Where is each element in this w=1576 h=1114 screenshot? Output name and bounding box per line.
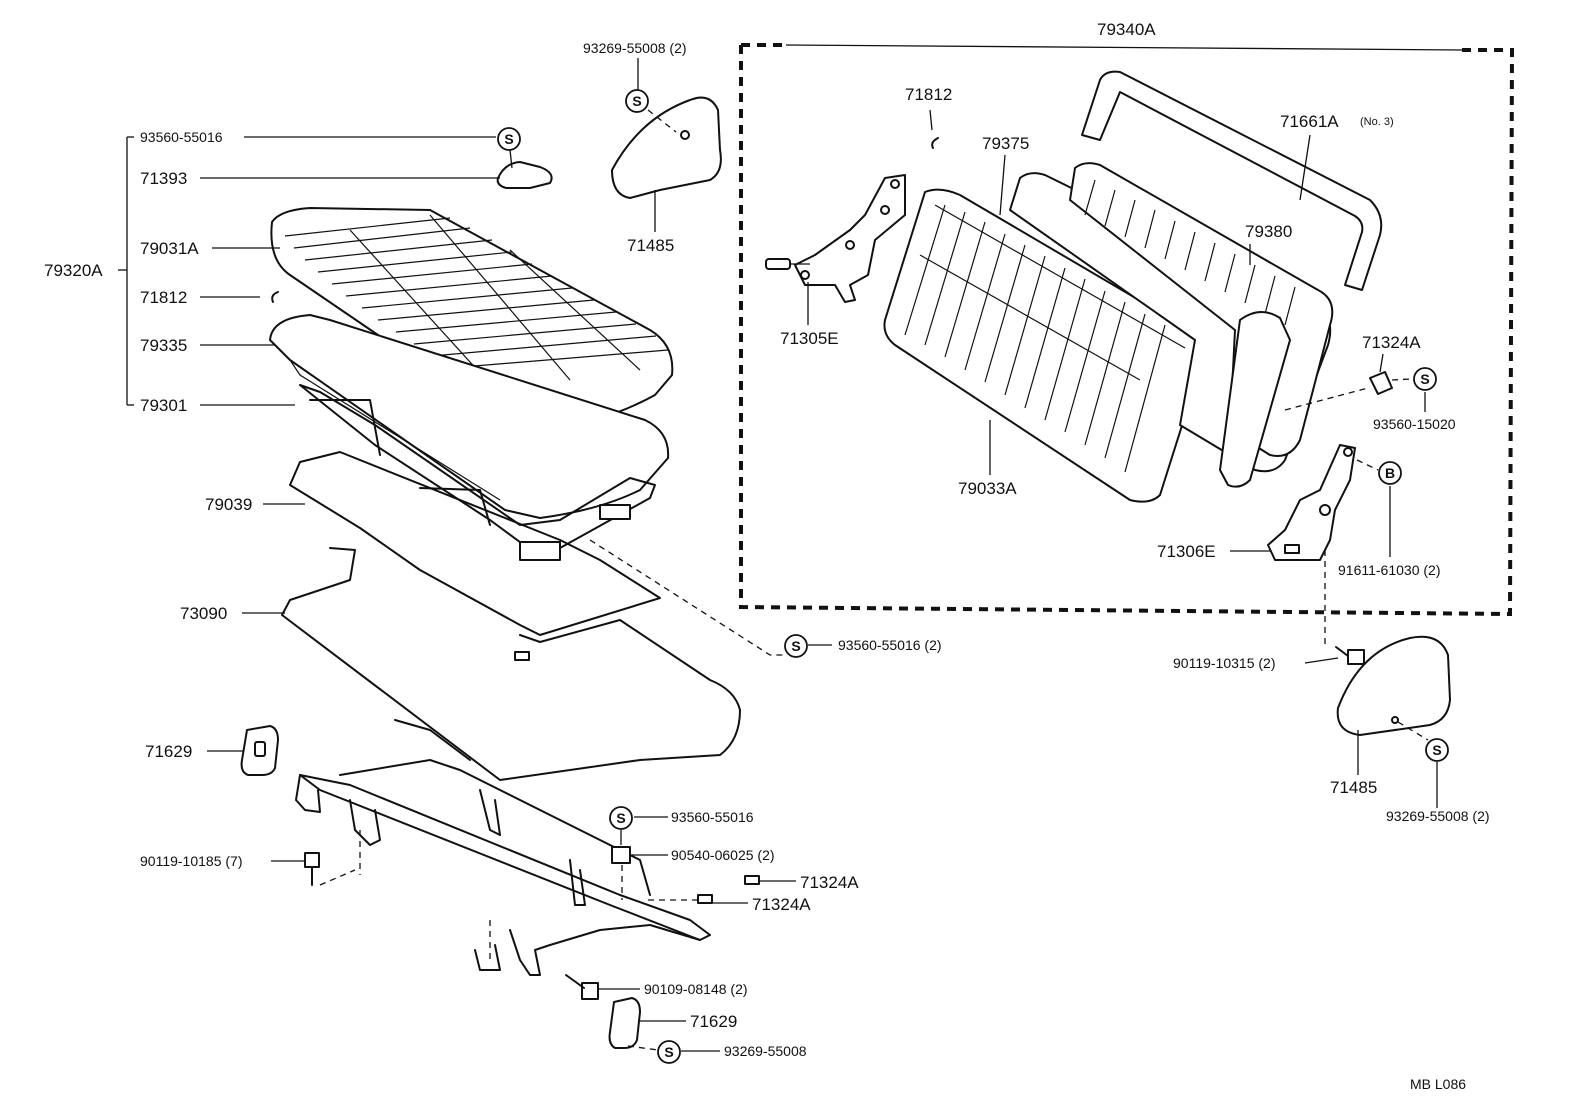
small-clip-left-drawing bbox=[271, 291, 279, 303]
label-71661A: 71661A bbox=[1280, 112, 1339, 131]
seat-back-handle-drawing bbox=[1081, 70, 1383, 291]
cover-71485-top-hole bbox=[680, 130, 690, 140]
label-90540-06025-2: 90540-06025 (2) bbox=[671, 847, 775, 863]
label-93560-55016-a: 93560-55016 bbox=[140, 129, 223, 145]
label-93269-55008-2-top: 93269-55008 (2) bbox=[583, 40, 687, 56]
label-91611-61030-2: 91611-61030 (2) bbox=[1338, 562, 1440, 578]
hinge-right-drawing bbox=[1267, 444, 1356, 561]
label-71629-bottom: 71629 bbox=[690, 1012, 737, 1031]
label-79039: 79039 bbox=[205, 495, 252, 514]
clip-right-drawing bbox=[1369, 371, 1393, 395]
symbol-b-91611-61030: B bbox=[1378, 461, 1402, 485]
leader-lines bbox=[118, 58, 1438, 1052]
label-71629-left: 71629 bbox=[145, 742, 192, 761]
label-71661A-note: (No. 3) bbox=[1360, 116, 1394, 128]
svg-text:S: S bbox=[632, 93, 641, 109]
seat-back-frame-drawing bbox=[1009, 162, 1334, 488]
label-93560-55016-b: 93560-55016 bbox=[671, 809, 754, 825]
svg-text:S: S bbox=[791, 638, 800, 654]
footer-code: MB L086 bbox=[1410, 1076, 1466, 1092]
cover-71629-bottom-drawing bbox=[608, 997, 641, 1049]
label-71485-top: 71485 bbox=[627, 236, 674, 255]
symbol-s-93560-55016-a: S bbox=[497, 127, 521, 151]
bolt-90119-10315-drawing bbox=[1335, 646, 1365, 665]
label-71305E: 71305E bbox=[780, 329, 839, 348]
label-93560-15020: 93560-15020 bbox=[1373, 416, 1456, 432]
bolt-90109-08148-drawing bbox=[565, 974, 599, 1000]
label-79033A: 79033A bbox=[958, 479, 1017, 498]
label-90119-10185-7: 90119-10185 (7) bbox=[140, 853, 242, 869]
seat-back-cover-drawing bbox=[883, 188, 1202, 503]
label-79301: 79301 bbox=[140, 396, 187, 415]
cover-71485-bottom-drawing bbox=[1336, 635, 1451, 736]
label-79031A: 79031A bbox=[140, 239, 199, 258]
label-90119-10315-2: 90119-10315 (2) bbox=[1173, 655, 1275, 671]
seat-board-drawing bbox=[281, 547, 741, 781]
seat-back-assembly-group bbox=[739, 43, 1515, 617]
label-79335: 79335 bbox=[140, 336, 187, 355]
seat-sheet-drawing bbox=[289, 451, 661, 636]
label-71324A-right: 71324A bbox=[1362, 333, 1421, 352]
symbol-s-93269-55008-bottom-right: S bbox=[1425, 738, 1449, 762]
label-79340A: 79340A bbox=[1097, 20, 1156, 39]
label-93269-55008-2-bottom: 93269-55008 (2) bbox=[1386, 808, 1490, 824]
symbol-s-93560-15020: S bbox=[1413, 367, 1437, 391]
label-71306E: 71306E bbox=[1157, 542, 1216, 561]
label-93269-55008: 93269-55008 bbox=[724, 1043, 807, 1059]
symbol-s-93560-55016-b: S bbox=[609, 806, 633, 830]
symbol-s-93269-55008-bottom: S bbox=[657, 1040, 681, 1064]
label-71485-bottom: 71485 bbox=[1330, 778, 1377, 797]
nut-90540-06025-drawing bbox=[611, 846, 631, 864]
svg-text:B: B bbox=[1385, 465, 1395, 481]
part-labels: 93269-55008 (2) 79340A 93560-55016 71393… bbox=[44, 20, 1490, 1092]
cover-71485-bottom-hole bbox=[1391, 716, 1399, 724]
cover-71629-left-drawing bbox=[240, 725, 279, 776]
svg-text:S: S bbox=[664, 1044, 673, 1060]
svg-text:S: S bbox=[504, 131, 513, 147]
svg-text:S: S bbox=[616, 810, 625, 826]
label-79375: 79375 bbox=[982, 134, 1029, 153]
label-79320A: 79320A bbox=[44, 261, 103, 280]
label-79380: 79380 bbox=[1245, 222, 1292, 241]
label-71812-right: 71812 bbox=[905, 85, 952, 104]
symbol-s-93560-55016-2: S bbox=[784, 634, 808, 658]
cover-71485-top-drawing bbox=[611, 96, 722, 199]
seat-cushion-pad-drawing bbox=[269, 314, 670, 519]
clip-71324A-a-drawing bbox=[744, 875, 760, 885]
label-71393: 71393 bbox=[140, 169, 187, 188]
bolt-90119-10185-drawing bbox=[304, 852, 320, 886]
svg-text:S: S bbox=[1432, 742, 1441, 758]
svg-text:S: S bbox=[1420, 371, 1429, 387]
label-71324A-a: 71324A bbox=[800, 873, 859, 892]
cover-71629-left-hole bbox=[254, 741, 266, 757]
small-clip-right-drawing bbox=[931, 137, 939, 149]
label-71324A-b: 71324A bbox=[752, 895, 811, 914]
clip-71324A-b-drawing bbox=[697, 894, 713, 904]
hinge-left-drawing bbox=[765, 174, 906, 303]
label-73090: 73090 bbox=[180, 604, 227, 623]
cap-71393-drawing bbox=[496, 161, 553, 189]
seat-lower-frame-drawing bbox=[295, 719, 711, 976]
label-93560-55016-2: 93560-55016 (2) bbox=[838, 637, 942, 653]
label-71812-left: 71812 bbox=[140, 288, 187, 307]
label-90109-08148-2: 90109-08148 (2) bbox=[644, 981, 748, 997]
seat-cushion-frame-drawing bbox=[299, 384, 656, 561]
symbol-s-93269-55008-top: S bbox=[625, 89, 649, 113]
